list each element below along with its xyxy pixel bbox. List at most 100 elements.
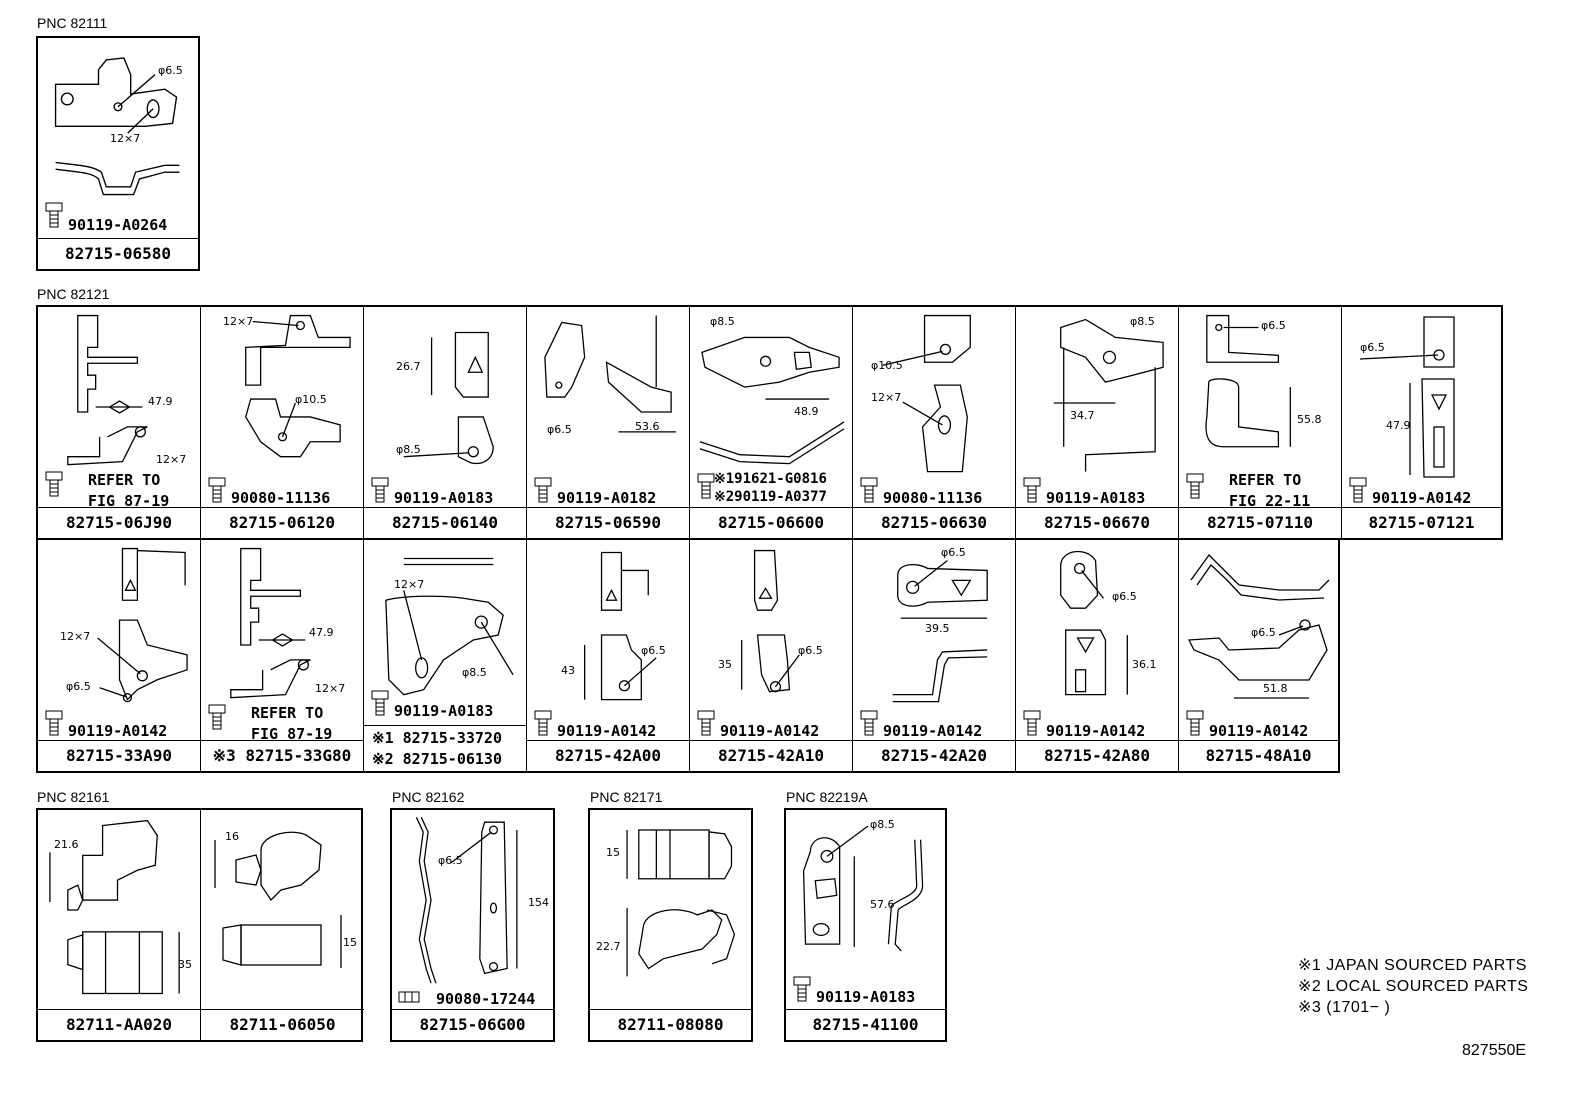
bolt-part-number: ※191621-G0816 [714, 471, 827, 487]
bolt-icon [1186, 710, 1204, 736]
dim-diameter: φ6.5 [641, 644, 666, 657]
bracket-drawing [882, 314, 971, 473]
part-cell: 43 φ6.5 90119-A0142 82715-42A00 [527, 540, 690, 771]
bracket-drawing [802, 825, 924, 952]
dim-diameter: φ10.5 [295, 393, 327, 406]
part-cell: 21.6 35 82711-AA020 [38, 810, 201, 1040]
bracket-drawing [230, 547, 311, 699]
pnc-label-82161: PNC 82161 [37, 789, 110, 805]
dim-height: 15 [606, 846, 620, 859]
bracket-drawing [892, 559, 988, 703]
bolt-part-number: ※290119-A0377 [714, 489, 827, 505]
dim-slot: 12×7 [110, 132, 141, 145]
dim-height: 57.6 [870, 898, 895, 911]
bolt-part-number: 90119-A0183 [816, 988, 916, 1006]
bolt-icon [208, 477, 226, 503]
dim-diameter: φ8.5 [396, 443, 421, 456]
dim-diameter: φ8.5 [870, 818, 895, 831]
pnc-label-82111: PNC 82111 [37, 15, 108, 31]
part-cell: 26.7 φ8.5 90119-A0183 82715-06140 [364, 307, 527, 538]
bracket-drawing [54, 57, 180, 196]
bolt-part-number: 90119-A0142 [1372, 489, 1472, 507]
dim-slot: 12×7 [315, 682, 346, 695]
part-cell: φ8.5 48.9 ※191621-G0816 ※290119-A0377 82… [690, 307, 853, 538]
bolt-icon [371, 690, 389, 716]
bracket-drawing [1359, 316, 1455, 478]
dim-slot: 12×7 [871, 391, 902, 404]
dim-height: 21.6 [54, 838, 79, 851]
dim-width: 48.9 [794, 405, 819, 418]
dim-slot: 12×7 [394, 578, 425, 591]
dim-diameter: φ8.5 [1130, 315, 1155, 328]
bolt-icon [45, 202, 63, 228]
legend-notes: ※1 JAPAN SOURCED PARTS ※2 LOCAL SOURCED … [1298, 955, 1528, 1018]
part-number: 82715-06120 [201, 507, 363, 538]
part-cell: φ6.5 36.1 90119-A0142 82715-42A80 [1016, 540, 1179, 771]
bolt-icon [697, 473, 715, 499]
note-local: ※2 LOCAL SOURCED PARTS [1298, 978, 1529, 995]
dim-width: 51.8 [1263, 682, 1288, 695]
bolt-part-number: 90119-A0142 [1209, 722, 1309, 740]
bracket-drawing [385, 557, 514, 696]
part-number-local: ※2 82715-06130 [372, 750, 502, 768]
note-japan: ※1 JAPAN SOURCED PARTS [1298, 957, 1527, 974]
pnc-label-82171: PNC 82171 [590, 789, 663, 805]
bolt-icon [793, 976, 811, 1002]
part-number: 82715-06670 [1016, 507, 1178, 538]
part-cell: 16 15 82711-06050 [201, 810, 364, 1040]
dim-diameter: φ6.5 [158, 64, 183, 77]
part-number: 82715-06600 [690, 507, 852, 538]
bolt-icon [371, 477, 389, 503]
clamp-drawing [49, 819, 180, 995]
bolt-part-number: 90080-11136 [231, 489, 331, 507]
dim-width: 53.6 [635, 420, 660, 433]
dim-slot: 12×7 [156, 453, 187, 466]
bolt-part-number: 90119-A0142 [557, 722, 657, 740]
bracket-drawing [415, 817, 518, 984]
bolt-part-number: 90119-A0142 [883, 722, 983, 740]
bolt-icon [697, 710, 715, 736]
part-cell: φ6.5 55.8 REFER TO FIG 22-11 82715-07110 [1179, 307, 1342, 538]
bracket-drawing [1060, 550, 1128, 696]
clamp-drawing [626, 829, 736, 977]
dim-diameter: φ6.5 [438, 854, 463, 867]
part-number: 82715-06G00 [392, 1009, 553, 1040]
note-date-range: ※3 (1701− ) [1298, 999, 1391, 1016]
bolt-part-number: 90119-A0182 [557, 489, 657, 507]
part-row-2: 12×7 φ6.5 90119-A0142 82715-33A90 47.9 1… [36, 538, 1340, 773]
bolt-icon [860, 477, 878, 503]
part-number-japan: ※1 82715-33720 [372, 729, 502, 747]
part-cell: φ10.5 12×7 90080-11136 82715-06630 [853, 307, 1016, 538]
part-cell: φ6.5 39.5 90119-A0142 82715-42A20 [853, 540, 1016, 771]
bolt-part-number: 90119-A0142 [720, 722, 820, 740]
dim-diameter: φ6.5 [941, 546, 966, 559]
bolt-icon [1023, 477, 1041, 503]
pnc-label-82162: PNC 82162 [392, 789, 465, 805]
bolt-part-number: 90119-A0183 [394, 489, 494, 507]
part-number: 82715-42A80 [1016, 740, 1178, 771]
bracket-drawing [544, 315, 677, 433]
dim-height: 15 [343, 936, 357, 949]
dim-height: 16 [225, 830, 239, 843]
part-box-82111: φ6.5 12×7 90119-A0264 82715-06580 [36, 36, 200, 271]
figure-id: 827550E [1462, 1042, 1527, 1059]
dim-diameter: φ6.5 [1112, 590, 1137, 603]
part-cell: 47.9 12×7 REFER TO FIG 87-19 82715-06J90 [38, 307, 201, 538]
part-number: 82711-06050 [201, 1009, 364, 1040]
bracket-drawing [699, 336, 845, 465]
bolt-icon [208, 704, 226, 730]
clamp-drawing [214, 831, 342, 968]
dim-diameter: φ8.5 [462, 666, 487, 679]
bracket-drawing [1053, 318, 1164, 472]
part-box-82219A: φ8.5 57.6 90119-A0183 82715-41100 [784, 808, 947, 1042]
dim-slot: 12×7 [223, 315, 254, 328]
part-number: 82715-06630 [853, 507, 1015, 538]
part-cell: 12×7 φ6.5 90119-A0142 82715-33A90 [38, 540, 201, 771]
pnc-label-82219A: PNC 82219A [786, 789, 868, 805]
part-number-pair: ※1 82715-33720 ※2 82715-06130 [364, 725, 526, 771]
part-cell: φ6.5 53.6 90119-A0182 82715-06590 [527, 307, 690, 538]
dim-width: 39.5 [925, 622, 950, 635]
dim-diameter: φ6.5 [1261, 319, 1286, 332]
bracket-drawing [583, 551, 657, 701]
dim-slot: 12×7 [60, 630, 91, 643]
